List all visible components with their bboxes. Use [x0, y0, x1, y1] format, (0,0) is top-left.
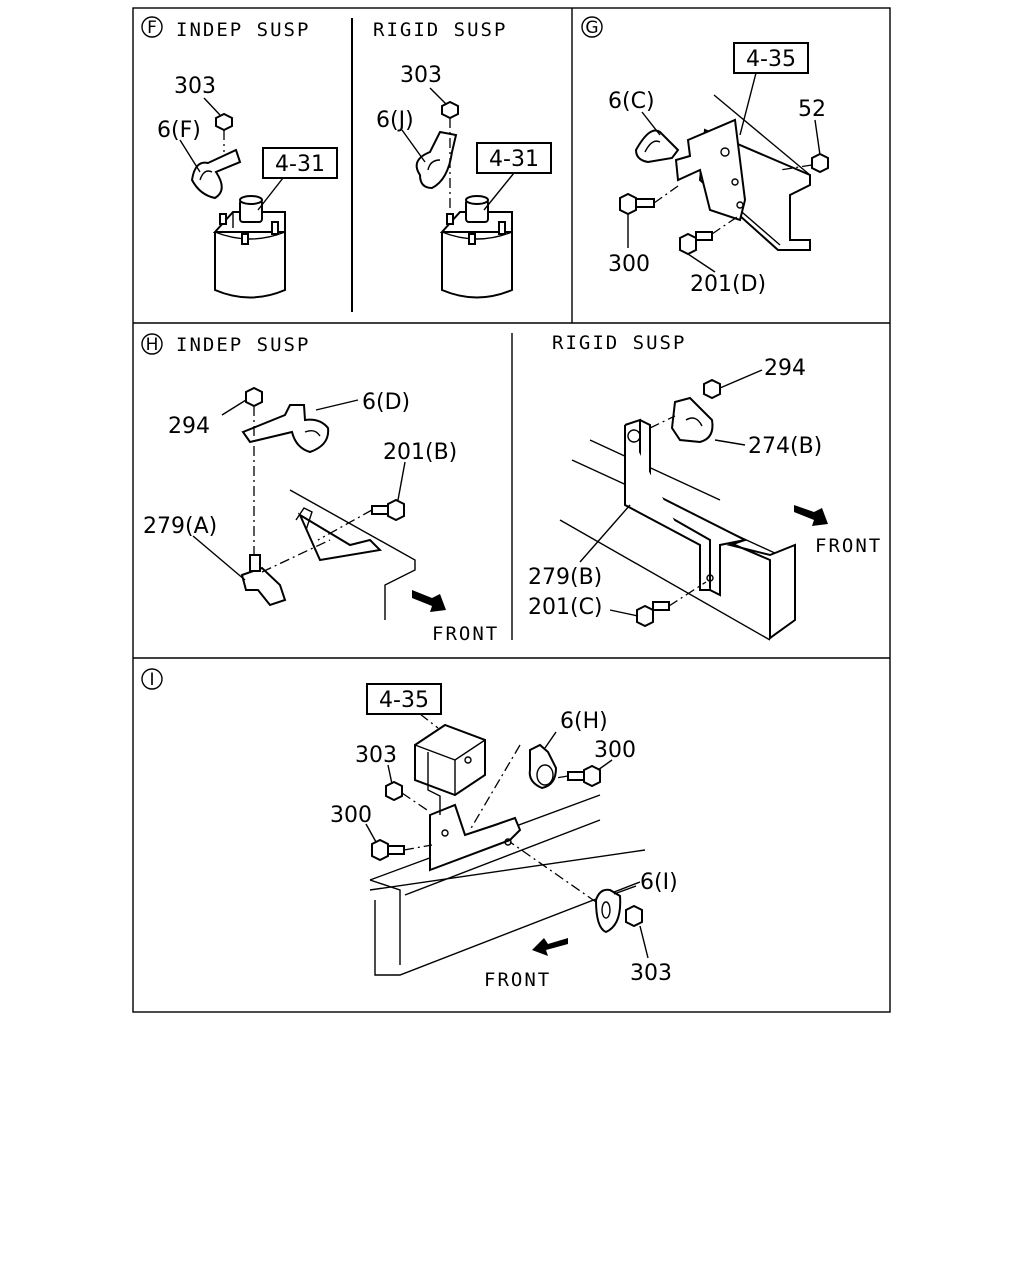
label-294-indep: 294 [168, 414, 210, 439]
label-6f: 6(F) [157, 118, 201, 143]
label-6j: 6(J) [376, 108, 414, 133]
ref-box-4-35-g: 4-35 [733, 42, 809, 136]
bolt-300-i-left [371, 838, 433, 862]
section-i-marker: I [141, 668, 163, 690]
front-arrow-h-rigid [794, 505, 828, 526]
section-f-marker: F [141, 16, 163, 38]
section-f-rigid-header: RIGID SUSP [373, 19, 507, 41]
component-4-35-i [414, 723, 486, 815]
label-303-rigid: 303 [400, 63, 442, 88]
ref-box-4-31-indep: 4-31 [257, 147, 338, 211]
bracket-279a [240, 539, 331, 607]
front-arrow-h-indep [412, 590, 446, 612]
front-label-h-rigid: FRONT [815, 535, 882, 557]
svg-text:I: I [149, 670, 154, 690]
section-f: F INDEP SUSP RIGID SUSP 303 6(F) [141, 16, 552, 299]
svg-text:4-31: 4-31 [489, 147, 539, 172]
clip-6f [190, 148, 242, 200]
section-i: I 4-35 [141, 668, 678, 991]
section-g-marker: G [581, 16, 603, 38]
label-201d: 201(D) [690, 272, 766, 297]
svg-text:4-31: 4-31 [275, 152, 325, 177]
section-h-marker: H [141, 333, 163, 355]
label-52: 52 [798, 97, 826, 122]
bolt-201c [636, 581, 707, 628]
nut-303-i-bottom [625, 904, 643, 928]
bracket-279b [624, 418, 749, 597]
label-300-g: 300 [608, 252, 650, 277]
diagram-frames [132, 7, 891, 1013]
bolt-300-g [619, 185, 679, 216]
label-6c: 6(C) [608, 89, 655, 114]
clip-6h [469, 743, 558, 831]
svg-text:F: F [147, 18, 157, 38]
relay-4-31-indep [212, 195, 286, 299]
front-label-h-indep: FRONT [432, 623, 499, 645]
svg-text:G: G [585, 18, 598, 38]
section-g: G [581, 16, 829, 297]
bracket-i [429, 803, 522, 872]
label-274b: 274(B) [748, 434, 822, 459]
label-6i: 6(I) [640, 870, 678, 895]
label-294-rigid: 294 [764, 356, 806, 381]
section-h-indep-header: INDEP SUSP [176, 334, 310, 356]
bolt-201b [317, 498, 405, 541]
label-300-i-left: 300 [330, 803, 372, 828]
relay-4-31-rigid [439, 195, 513, 299]
svg-text:H: H [146, 335, 159, 355]
nut-303-i-left [385, 780, 431, 813]
front-arrow-i [532, 938, 568, 956]
label-279b: 279(B) [528, 565, 602, 590]
bracket-4-35-g [674, 118, 747, 222]
label-303-i-bottom: 303 [630, 961, 672, 986]
label-279a: 279(A) [143, 514, 217, 539]
section-h-rigid-header: RIGID SUSP [552, 332, 686, 354]
ref-box-4-35-i: 4-35 [366, 683, 442, 729]
frame-rail-h-indep [289, 489, 416, 620]
bolt-201d-g [679, 214, 741, 256]
nut-294-rigid [703, 378, 721, 400]
clip-6d [241, 404, 330, 454]
nut-303-rigid [441, 100, 459, 210]
section-h: H INDEP SUSP RIGID SUSP [141, 332, 882, 645]
label-6d: 6(D) [362, 390, 410, 415]
ref-box-4-31-rigid: 4-31 [476, 142, 552, 211]
label-201b: 201(B) [383, 440, 457, 465]
label-303-i-left: 303 [355, 743, 397, 768]
label-300-i-right: 300 [594, 738, 636, 763]
nut-303-indep [215, 112, 233, 152]
section-f-indep-header: INDEP SUSP [176, 19, 310, 41]
clip-6i [509, 841, 622, 934]
front-label-i: FRONT [484, 969, 551, 991]
clip-6j [415, 130, 458, 190]
svg-text:4-35: 4-35 [746, 47, 796, 72]
clip-6c [634, 129, 680, 164]
svg-text:4-35: 4-35 [379, 688, 429, 713]
bolt-300-i-right [555, 764, 601, 788]
label-303-indep: 303 [174, 74, 216, 99]
nut-294-indep [245, 386, 263, 560]
clip-274b [649, 396, 714, 444]
label-6h: 6(H) [560, 709, 608, 734]
label-201c: 201(C) [528, 595, 603, 620]
